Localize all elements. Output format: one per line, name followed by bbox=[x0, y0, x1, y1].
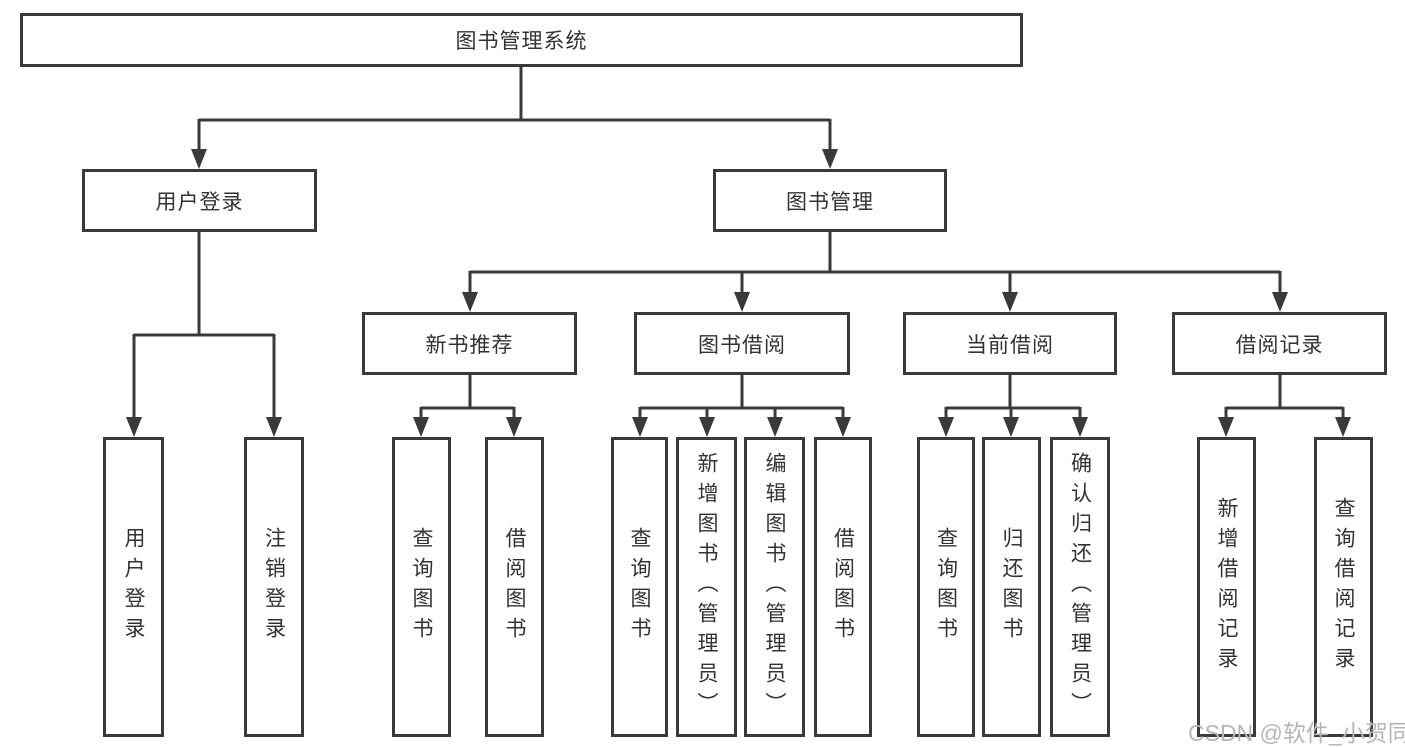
node-book-borrow: 图书借阅 bbox=[634, 312, 850, 375]
leaf-query-books-2: 查询图书 bbox=[611, 437, 668, 737]
leaf-borrow-books-1: 借阅图书 bbox=[485, 437, 544, 737]
connector-book-borrow-to-leaves bbox=[632, 375, 851, 437]
connector-current-borrow-to-leaves bbox=[938, 375, 1088, 437]
node-new-book-recommend: 新书推荐 bbox=[362, 312, 577, 375]
leaf-logout: 注销登录 bbox=[244, 437, 304, 737]
connector-root-to-level2 bbox=[191, 67, 838, 169]
connector-borrow-records-to-leaves bbox=[1218, 375, 1351, 437]
leaf-borrow-books-2: 借阅图书 bbox=[814, 437, 872, 737]
node-borrow-records: 借阅记录 bbox=[1172, 312, 1387, 375]
leaf-confirm-return-admin: 确认归还（管理员） bbox=[1050, 437, 1110, 737]
connector-user-login-to-leaves bbox=[126, 232, 282, 437]
node-user-login: 用户登录 bbox=[82, 169, 317, 232]
node-root-library-system: 图书管理系统 bbox=[20, 13, 1023, 67]
leaf-query-books-3: 查询图书 bbox=[917, 437, 975, 737]
node-current-borrow: 当前借阅 bbox=[903, 312, 1117, 375]
csdn-watermark: CSDN @软件_小贺同学 bbox=[1188, 720, 1405, 746]
leaf-add-books-admin: 新增图书（管理员） bbox=[676, 437, 737, 737]
leaf-query-borrow-record: 查询借阅记录 bbox=[1314, 437, 1373, 737]
leaf-return-books: 归还图书 bbox=[982, 437, 1041, 737]
node-book-management: 图书管理 bbox=[713, 169, 947, 232]
leaf-user-login: 用户登录 bbox=[103, 437, 164, 737]
leaf-add-borrow-record: 新增借阅记录 bbox=[1197, 437, 1256, 737]
connector-book-management-to-level3 bbox=[462, 232, 1288, 312]
connector-new-book-recommend-to-leaves bbox=[413, 375, 522, 437]
leaf-edit-books-admin: 编辑图书（管理员） bbox=[744, 437, 805, 737]
leaf-query-books-1: 查询图书 bbox=[392, 437, 451, 737]
